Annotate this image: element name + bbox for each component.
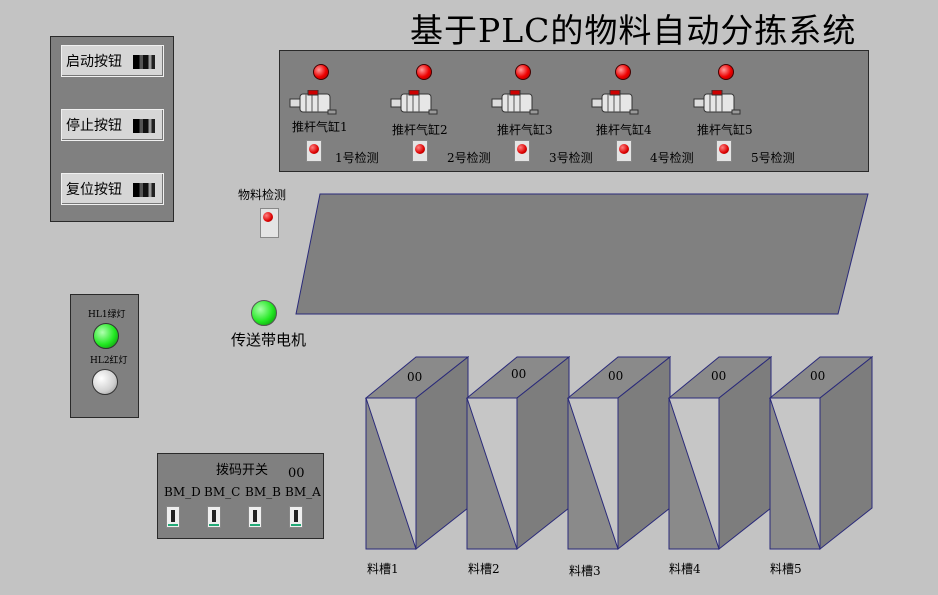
material-detect-sensor[interactable] [260,208,279,238]
detector-sensor-4[interactable] [616,140,632,162]
bin-label-2: 料槽2 [468,562,500,576]
bin-count-1: 00 [407,370,423,384]
cylinder-label-1: 推杆气缸1 [292,120,348,134]
bin-count-4: 00 [711,369,727,383]
detector-label-4: 4号检测 [650,151,694,165]
conveyor-motor-lamp [251,300,277,326]
bin-3 [567,356,671,551]
cylinder-lamp-1 [313,64,329,80]
dip-switch-value: 00 [288,466,305,481]
detector-label-1: 1号检测 [335,151,379,165]
bin-count-3: 00 [608,369,624,383]
conveyor-motor-label: 传送带电机 [231,331,307,349]
bin-count-5: 00 [810,369,826,383]
control-button-panel: 启动按钮 停止按钮 复位按钮 [50,36,174,222]
detector-label-3: 3号检测 [549,151,593,165]
dip-switch-b[interactable] [248,506,262,528]
bin-label-4: 料槽4 [669,562,701,576]
dip-label-a: BM_A [285,485,321,499]
dip-switch-panel: 拨码开关 00 BM_D BM_C BM_B BM_A [157,453,324,539]
cylinder-label-5: 推杆气缸5 [697,123,753,137]
bin-5 [769,356,873,551]
dip-switch-d[interactable] [166,506,180,528]
bin-2 [466,356,570,551]
cylinder-panel [279,50,869,172]
green-light [93,323,119,349]
bin-label-3: 料槽3 [569,564,601,578]
detector-sensor-1[interactable] [306,140,322,162]
cylinder-label-3: 推杆气缸3 [497,123,553,137]
dip-label-c: BM_C [204,485,241,499]
dip-switch-a[interactable] [289,506,303,528]
material-detect-label: 物料检测 [238,188,287,202]
detector-sensor-3[interactable] [514,140,530,162]
cylinder-lamp-5 [718,64,734,80]
detector-label-2: 2号检测 [447,151,491,165]
reset-button-label: 复位按钮 [66,182,122,198]
bin-label-1: 料槽1 [367,562,399,576]
cylinder-lamp-2 [416,64,432,80]
dip-label-d: BM_D [164,485,201,499]
cylinder-label-2: 推杆气缸2 [392,123,448,137]
cylinder-lamp-3 [515,64,531,80]
detector-sensor-2[interactable] [412,140,428,162]
bin-count-2: 00 [511,367,527,381]
reset-button[interactable]: 复位按钮 [61,173,164,205]
button-indicator-icon [133,119,155,133]
green-light-label: HL1绿灯 [88,310,126,320]
dip-label-b: BM_B [245,485,281,499]
cylinder-motor-icon [693,90,741,115]
dip-switch-title: 拨码开关 [216,463,269,478]
detector-sensor-5[interactable] [716,140,732,162]
dip-switch-c[interactable] [207,506,221,528]
cylinder-lamp-4 [615,64,631,80]
start-button[interactable]: 启动按钮 [61,45,164,77]
red-light [92,369,118,395]
bin-1 [365,356,469,551]
cylinder-motor-icon [390,90,438,115]
bin-label-5: 料槽5 [770,562,802,576]
cylinder-motor-icon [591,90,639,115]
button-indicator-icon [133,183,155,197]
cylinder-motor-icon [491,90,539,115]
conveyor-belt [295,193,869,315]
indicator-light-panel: HL1绿灯 HL2红灯 [70,294,139,418]
cylinder-label-4: 推杆气缸4 [596,123,652,137]
detector-label-5: 5号检测 [751,151,795,165]
cylinder-motor-icon [289,90,337,115]
stop-button[interactable]: 停止按钮 [61,109,164,141]
bin-4 [668,356,772,551]
button-indicator-icon [133,55,155,69]
red-light-label: HL2红灯 [90,356,128,366]
start-button-label: 启动按钮 [66,54,122,70]
page-title: 基于PLC的物料自动分拣系统 [410,11,857,50]
stop-button-label: 停止按钮 [66,118,122,134]
